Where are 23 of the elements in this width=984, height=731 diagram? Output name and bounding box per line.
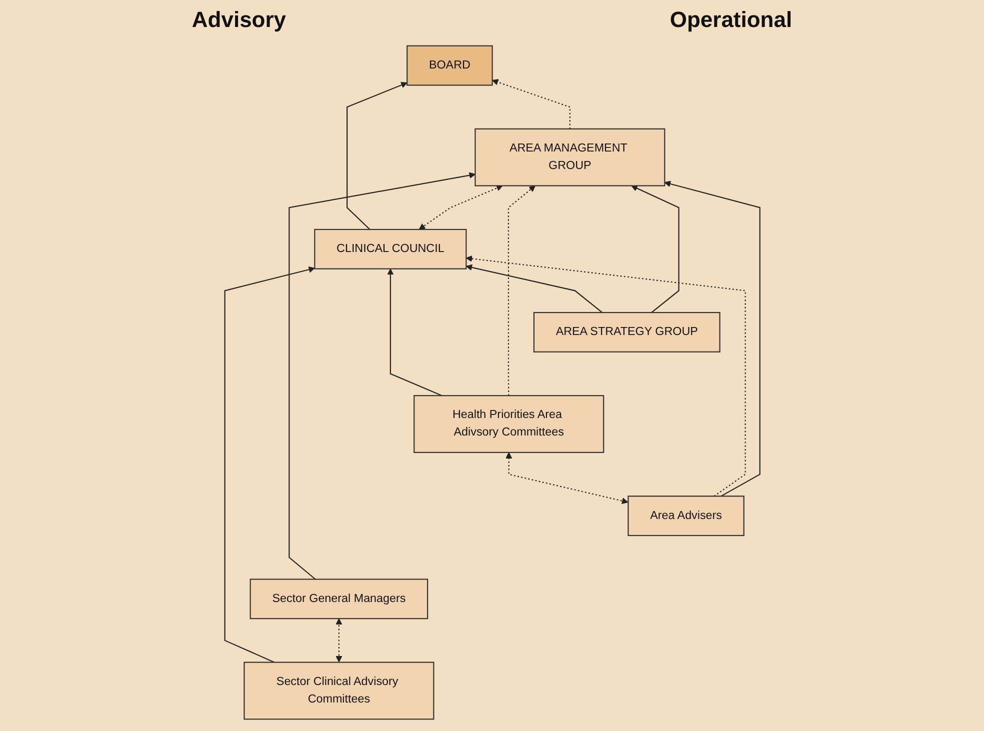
arrow [466, 256, 746, 497]
node-box: Area Advisers [627, 496, 744, 536]
arrow [466, 264, 602, 313]
arrow [508, 185, 536, 396]
arrow [386, 268, 442, 396]
arrow [505, 452, 628, 504]
arrow [492, 79, 570, 129]
node-box: Sector Clinical Advisory Committees [243, 662, 434, 720]
node-box: Health Priorities Area Adivsory Committees [413, 395, 604, 453]
arrow [335, 618, 342, 662]
node-box: AREA STRATEGY GROUP [533, 312, 720, 352]
column-heading: Advisory [192, 7, 286, 33]
node-box: Sector General Managers [249, 578, 428, 620]
arrow [224, 266, 315, 663]
node-box: BOARD [406, 45, 492, 86]
arrow [288, 172, 476, 580]
arrow [346, 82, 408, 230]
node-box: CLINICAL COUNCIL [314, 228, 466, 270]
arrow [630, 185, 679, 313]
arrow [664, 180, 760, 497]
column-heading: Operational [670, 7, 792, 33]
node-box: AREA MANAGEMENT GROUP [474, 128, 665, 186]
arrow [418, 185, 502, 230]
